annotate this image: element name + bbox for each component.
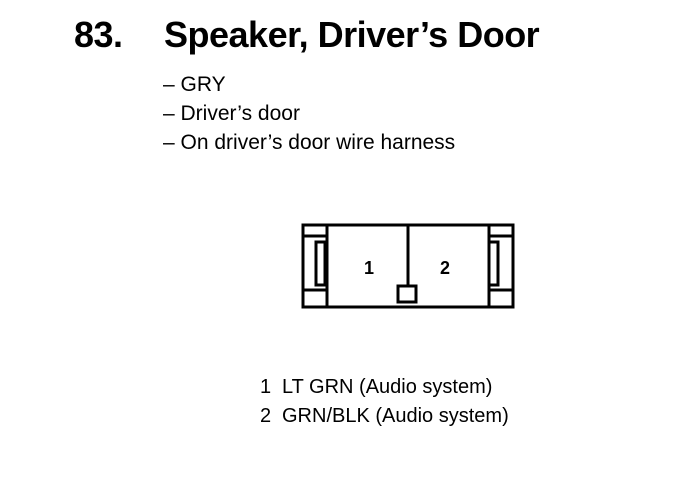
pin-number: 1 [260, 376, 272, 398]
component-number: 83. [74, 14, 123, 55]
connector-left-lock-slot [314, 240, 327, 287]
connector-right-lock [487, 234, 513, 292]
detail-harness: – On driver’s door wire harness [163, 131, 456, 154]
component-title: Speaker, Driver’s Door [164, 14, 540, 55]
cavity-label-2: 2 [440, 258, 450, 278]
detail-connector-color: – GRY [163, 73, 226, 96]
page-title: 83. Speaker, Driver’s Door [74, 14, 540, 56]
detail-location: – Driver’s door [163, 102, 300, 125]
pin-row: 1 LT GRN (Audio system) [260, 373, 509, 402]
connector-diagram: 1 2 [301, 223, 515, 309]
connector-divider [396, 225, 418, 304]
cavity-label-1: 1 [364, 258, 374, 278]
component-details: – GRY – Driver’s door – On driver’s door… [163, 70, 455, 157]
pin-description: GRN/BLK (Audio system) [282, 405, 509, 427]
pin-description: LT GRN (Audio system) [282, 376, 493, 398]
pin-number: 2 [260, 405, 272, 427]
pin-list: 1 LT GRN (Audio system) 2 GRN/BLK (Audio s… [260, 373, 509, 431]
pin-row: 2 GRN/BLK (Audio system) [260, 402, 509, 431]
